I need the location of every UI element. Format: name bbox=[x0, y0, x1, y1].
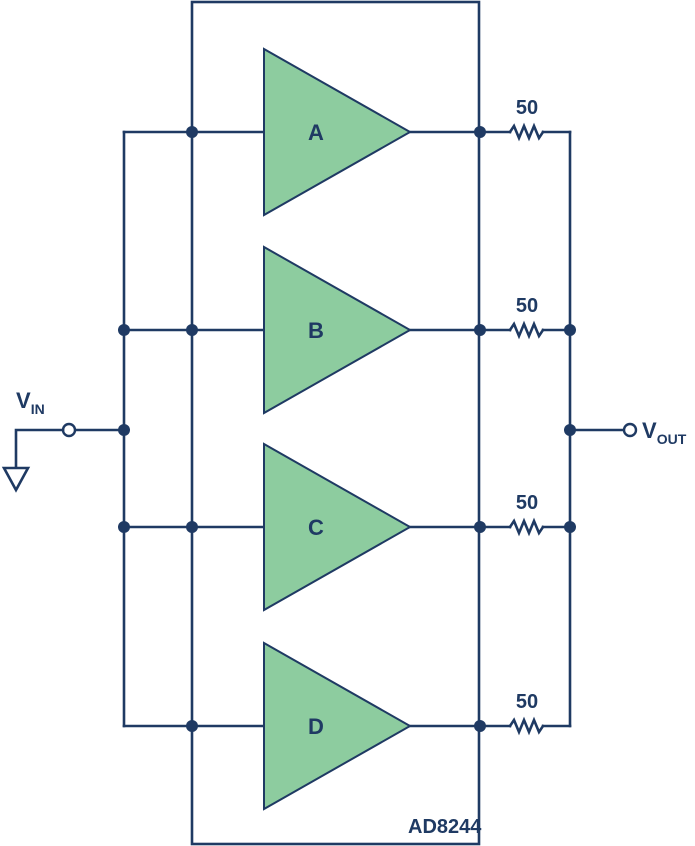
junction-dot-c-1 bbox=[474, 521, 486, 533]
junction-dot-d-1 bbox=[474, 720, 486, 732]
input-label-subscript: IN bbox=[31, 401, 45, 417]
output-port[interactable]: VOUT bbox=[564, 418, 687, 447]
amplifier-channel-d: D 50 bbox=[122, 641, 572, 811]
input-terminal[interactable] bbox=[61, 422, 77, 438]
input-label: V bbox=[16, 388, 31, 413]
junction-dot-a-1 bbox=[474, 126, 486, 138]
amplifier-label-c: C bbox=[308, 515, 324, 540]
amplifier-d bbox=[263, 641, 413, 811]
junction-dot-b-2 bbox=[118, 324, 130, 336]
output-label: V bbox=[642, 418, 657, 443]
resistor-label-c: 50 bbox=[516, 492, 538, 514]
junction-dot-a-0 bbox=[186, 126, 198, 138]
junction-dot-c-0 bbox=[186, 521, 198, 533]
junction-dot-c-3 bbox=[564, 521, 576, 533]
resistor-d bbox=[508, 716, 545, 736]
amplifier-a bbox=[263, 47, 413, 217]
output-terminal[interactable] bbox=[622, 422, 638, 438]
amplifier-channel-a: A 50 bbox=[122, 47, 572, 217]
junction-dot-c-2 bbox=[118, 521, 130, 533]
input-junction bbox=[118, 424, 130, 436]
amplifier-channel-c: C 50 bbox=[118, 442, 576, 612]
chip-outline bbox=[190, 0, 481, 846]
resistor-label-b: 50 bbox=[516, 295, 538, 317]
amplifier-label-b: B bbox=[308, 318, 324, 343]
input-port[interactable]: VIN bbox=[1, 388, 130, 493]
junction-dot-b-0 bbox=[186, 324, 198, 336]
chip-part-number: AD8244 bbox=[408, 816, 482, 838]
amplifier-c bbox=[263, 442, 413, 612]
junction-dot-b-1 bbox=[474, 324, 486, 336]
junction-dot-d-0 bbox=[186, 720, 198, 732]
ground-wire bbox=[14, 428, 65, 468]
output-label-subscript: OUT bbox=[657, 431, 687, 447]
junction-dot-b-3 bbox=[564, 324, 576, 336]
amplifier-channel-b: B 50 bbox=[118, 245, 576, 415]
resistor-c bbox=[508, 517, 545, 537]
resistor-label-a: 50 bbox=[516, 97, 538, 119]
svg-text:VOUT: VOUT bbox=[642, 418, 687, 447]
amplifier-b bbox=[263, 245, 413, 415]
ground-icon bbox=[1, 466, 31, 493]
amplifier-label-a: A bbox=[308, 120, 324, 145]
svg-text:VIN: VIN bbox=[16, 388, 45, 417]
output-junction bbox=[564, 424, 576, 436]
amplifier-label-d: D bbox=[308, 714, 324, 739]
resistor-label-d: 50 bbox=[516, 691, 538, 713]
resistor-a bbox=[508, 122, 545, 142]
resistor-b bbox=[508, 320, 545, 340]
